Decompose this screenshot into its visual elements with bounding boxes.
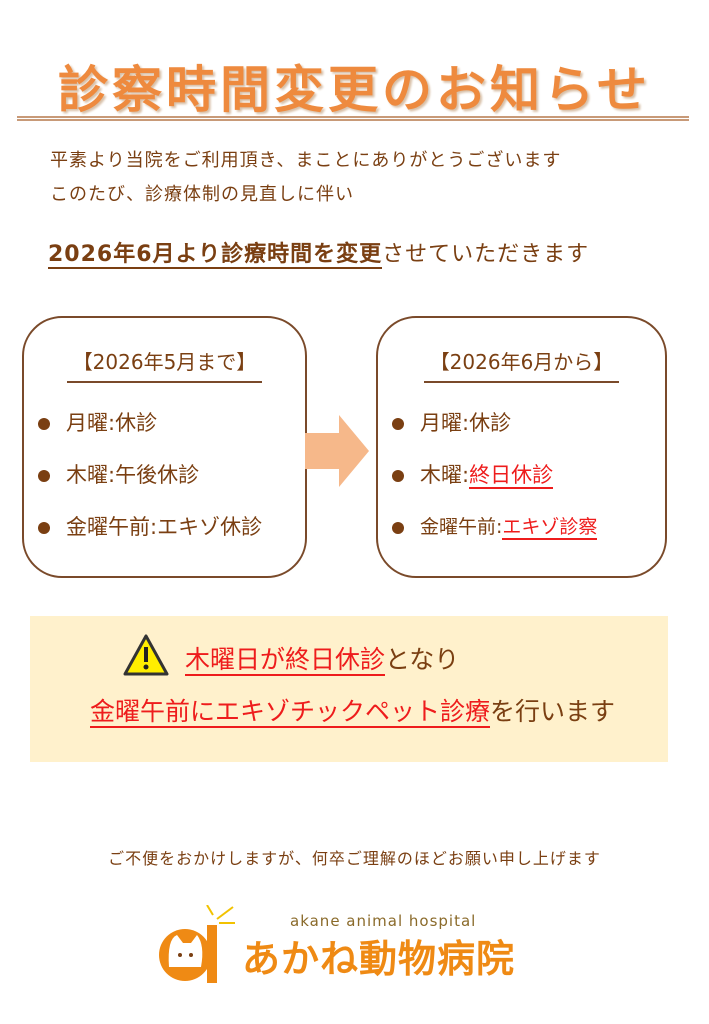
before-schedule-box: 【2026年5月まで】 月曜:休診 木曜:午後休診 金曜午前:エキゾ休診 — [22, 316, 307, 578]
notice-rest: を行います — [490, 697, 616, 726]
item-label: 月曜: — [420, 411, 470, 435]
intro-line: 平素より当院をご利用頂き、まことにありがとうございます — [50, 150, 562, 171]
list-item: 金曜午前:エキゾ休診 — [38, 501, 305, 553]
item-label: 木曜: — [420, 463, 470, 487]
item-value: 終日休診 — [469, 463, 554, 489]
arrow-right-icon — [305, 415, 369, 487]
item-value: 休診 — [469, 411, 512, 435]
notice-box: 木曜日が終日休診となり 金曜午前にエキゾチックペット診療を行います — [30, 616, 668, 762]
title-divider — [17, 116, 689, 121]
notice-line-1: 木曜日が終日休診となり — [185, 640, 459, 676]
notice-rest: となり — [385, 645, 460, 674]
after-heading: 【2026年6月から】 — [423, 346, 620, 383]
list-item: 木曜:終日休診 — [392, 449, 665, 501]
item-text: 月曜:休診 — [66, 411, 158, 435]
item-text: 金曜午前:エキゾ休診 — [66, 515, 263, 539]
notice-emphasis: 金曜午前にエキゾチックペット診療 — [90, 697, 491, 728]
before-heading: 【2026年5月まで】 — [66, 346, 263, 383]
logo-mark-icon — [159, 905, 235, 983]
list-item: 月曜:休診 — [392, 397, 665, 449]
warning-icon — [123, 634, 169, 676]
intro-line: このたび、診療体制の見直しに伴い — [50, 184, 354, 205]
logo-text-en: akane animal hospital — [290, 912, 477, 930]
bullet-icon — [392, 521, 404, 534]
list-item: 月曜:休診 — [38, 397, 305, 449]
headline: 2026年6月より診療時間を変更させていただきます — [48, 236, 590, 269]
bullet-icon — [38, 470, 50, 482]
item-value: エキゾ診察 — [502, 516, 598, 540]
headline-rest: させていただきます — [382, 242, 590, 267]
bullet-icon — [392, 470, 404, 482]
notice-emphasis: 木曜日が終日休診 — [185, 645, 386, 676]
bullet-icon — [38, 522, 50, 534]
logo-text-ja: あかね動物病院 — [242, 937, 516, 981]
closing-text: ご不便をおかけしますが、何卒ご理解のほどお願い申し上げます — [108, 849, 601, 868]
headline-emphasis: 2026年6月より診療時間を変更 — [48, 242, 383, 269]
list-item: 金曜午前:エキゾ診察 — [392, 501, 665, 553]
list-item: 木曜:午後休診 — [38, 449, 305, 501]
after-schedule-box: 【2026年6月から】 月曜:休診 木曜:終日休診 金曜午前:エキゾ診察 — [376, 316, 667, 578]
item-label: 金曜午前: — [420, 516, 503, 538]
page-title: 診察時間変更のお知らせ — [58, 61, 651, 119]
bullet-icon — [38, 418, 50, 430]
notice-line-2: 金曜午前にエキゾチックペット診療を行います — [90, 692, 615, 728]
bullet-icon — [392, 418, 404, 430]
item-text: 木曜:午後休診 — [66, 463, 200, 487]
